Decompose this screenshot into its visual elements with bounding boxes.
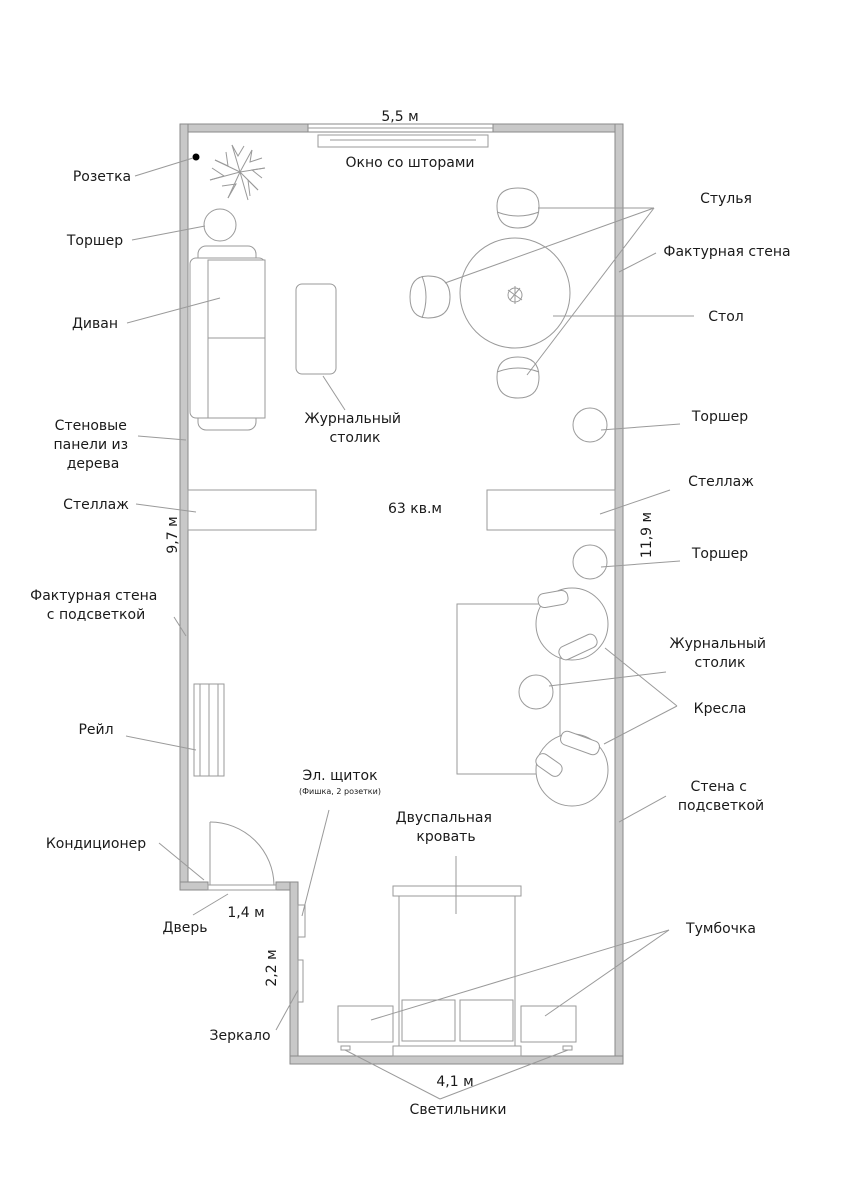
electrical-panel-note: (Фишка, 2 розетки) [299,787,381,796]
coffee-table-label: Журнальный столик [670,636,771,671]
floor-lamp [203,208,237,242]
area-label: 63 кв.м [388,501,442,517]
dimension-top: 5,5 м [381,109,418,125]
chairs-label: Стулья [700,191,752,207]
mirror-label: Зеркало [209,1028,270,1044]
dimension-left: 9,7 м [165,516,181,553]
wall-bottom [289,1055,624,1065]
nightstand [337,1005,394,1043]
textured-wall-lit-label: Фактурная стена с подсветкой [30,588,162,623]
mirror [297,959,304,1003]
wall-left-stub [179,881,209,891]
shelf-label: Стеллаж [63,497,129,513]
table-decor-icon [507,286,523,304]
nightstand [520,1005,577,1043]
door [209,821,275,886]
shelf-label: Стеллаж [688,474,754,490]
sofa-label: Диван [72,316,118,332]
wall-notch [289,881,299,1065]
dimension-bottom: 4,1 м [436,1074,473,1090]
rail-label: Рейл [78,722,113,738]
nightstand-label: Тумбочка [685,921,756,937]
light-fixture [340,1045,351,1051]
air-conditioner-label: Кондиционер [46,836,146,852]
wall-left [179,123,189,891]
socket-marker [192,153,200,161]
double-bed-label: Двуспальная кровать [396,810,497,845]
dimension-right: 11,9 м [639,512,655,558]
double-bed [392,885,522,1057]
coffee-table [518,674,554,710]
door-label: Дверь [163,920,208,936]
armchairs-label: Кресла [694,701,747,717]
dimension-notch-height: 2,2 м [264,949,280,986]
floor-lamp [572,544,608,580]
wood-panels-label: Стеновые панели из дерева [54,418,133,472]
floor-lamp-label: Торшер [691,546,748,562]
socket-label: Розетка [73,169,131,185]
dimension-notch-width: 1,4 м [227,905,264,921]
window-label: Окно со шторами [345,155,474,171]
textured-wall-label: Фактурная стена [663,244,790,260]
armchair [535,587,609,661]
door-frame [207,884,277,891]
curtains [317,134,489,148]
coffee-table [295,283,337,375]
sofa [189,245,266,431]
light-fixture [562,1045,573,1051]
floor-lamp-label: Торшер [66,233,123,249]
shelf [486,489,616,531]
plant-icon [209,144,266,201]
electrical-panel-label: Эл. щиток [302,768,377,784]
wall-lit-label: Стена с подсветкой [678,779,764,814]
chair [496,356,540,399]
wall-right [614,123,624,1065]
chair [496,187,540,229]
shelf [187,489,317,531]
lights-label: Светильники [410,1102,507,1118]
leader-lines [125,157,694,1100]
armchair [535,730,609,807]
chair [409,275,451,319]
floor-lamp-label: Торшер [691,409,748,425]
electrical-panel [297,904,306,938]
coffee-table-label: Журнальный столик [305,411,406,446]
floor-lamp [572,407,608,443]
clothes-rail [193,683,225,777]
table-label: Стол [708,309,743,325]
